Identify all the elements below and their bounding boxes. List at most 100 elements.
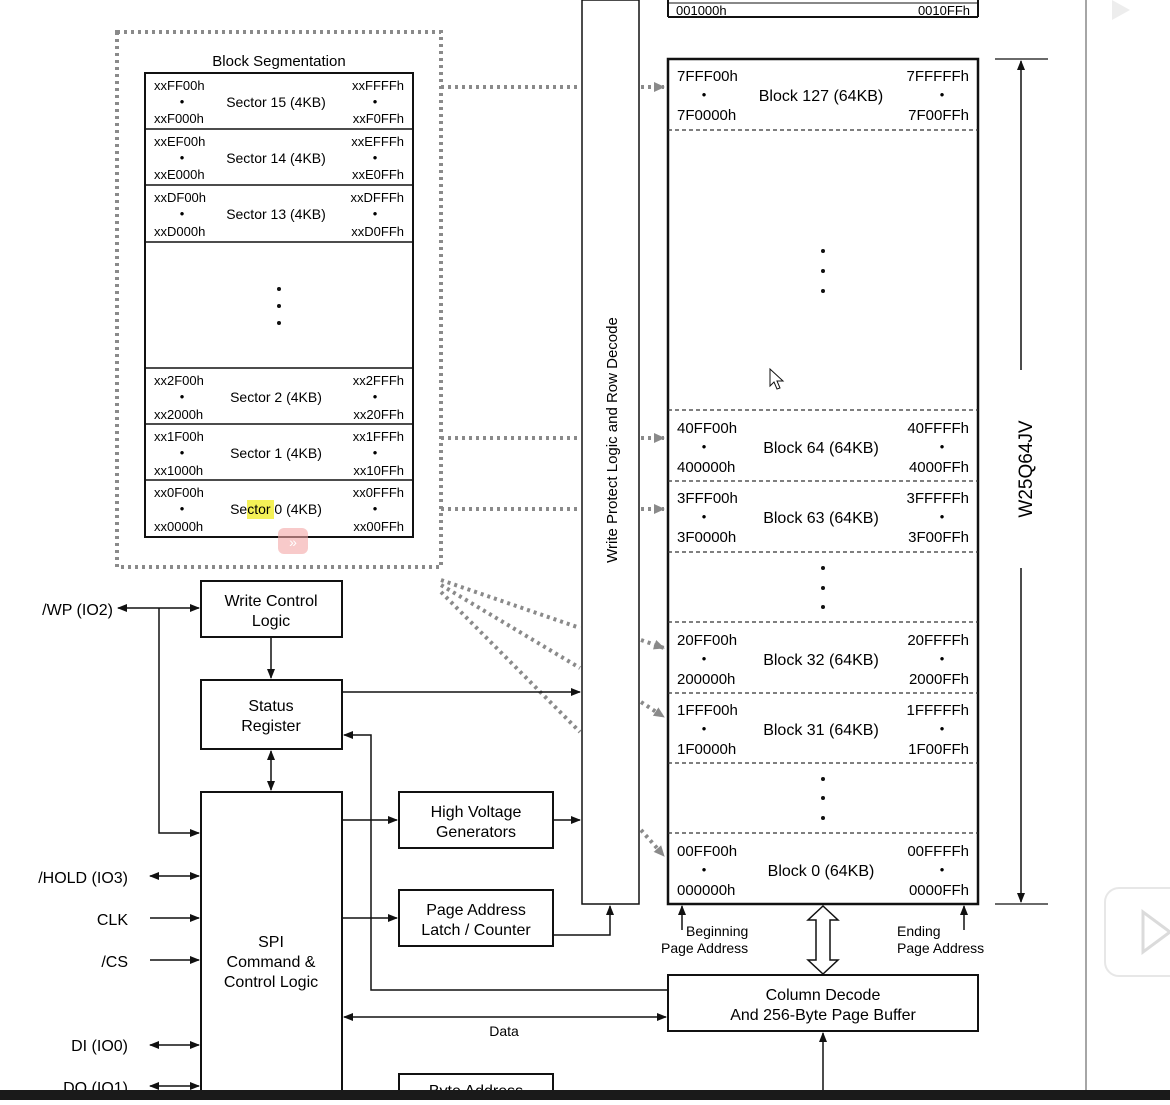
svg-text:xx0FFFh: xx0FFFh [353, 485, 404, 500]
svg-text:Block 127 (64KB): Block 127 (64KB) [759, 88, 884, 105]
page-address-latch-block [398, 889, 554, 947]
block-row-0: 00FF00h • 000000h Block 0 (64KB) 00FFFFh… [677, 843, 969, 899]
pin-clk: CLK [97, 912, 128, 929]
sector-row-13: xxDF00h • xxD000h Sector 13 (4KB) xxDFFF… [154, 190, 404, 239]
svg-text:xx0000h: xx0000h [154, 519, 203, 534]
svg-text:•: • [702, 862, 707, 877]
ending-page-address-label: Ending Page Address [897, 923, 984, 956]
svg-text:Beginning: Beginning [686, 923, 748, 939]
beginning-page-address-label: Beginning Page Address [661, 923, 748, 956]
svg-text:xx00FFh: xx00FFh [353, 519, 404, 534]
svg-text:•: • [940, 87, 945, 102]
svg-text:Generators: Generators [436, 824, 516, 841]
svg-text:•: • [702, 439, 707, 454]
svg-text:Sector 0 (4KB): Sector 0 (4KB) [230, 501, 322, 517]
svg-text:Sector 15 (4KB): Sector 15 (4KB) [226, 94, 326, 110]
chip-name-label: W25Q64JV [1016, 420, 1037, 517]
svg-text:•: • [702, 509, 707, 524]
svg-text:Status: Status [248, 698, 293, 715]
svg-text:xxEFFFh: xxEFFFh [351, 134, 404, 149]
svg-text:Sector 13 (4KB): Sector 13 (4KB) [226, 206, 326, 222]
svg-text:•: • [702, 721, 707, 736]
svg-text:xxF000h: xxF000h [154, 111, 204, 126]
svg-text:•: • [373, 150, 378, 165]
svg-text:Block 64 (64KB): Block 64 (64KB) [763, 440, 879, 457]
svg-text:1FFF00h: 1FFF00h [677, 702, 738, 719]
svg-text:3FFF00h: 3FFF00h [677, 490, 738, 507]
svg-text:xxFF00h: xxFF00h [154, 78, 205, 93]
svg-text:•: • [940, 721, 945, 736]
video-player-overlay[interactable] [1104, 0, 1170, 977]
svg-text:»: » [289, 534, 297, 550]
svg-text:Block 32 (64KB): Block 32 (64KB) [763, 652, 879, 669]
top-play-icon [1112, 0, 1130, 20]
svg-text:•: • [180, 501, 185, 516]
svg-text:1F0000h: 1F0000h [677, 741, 736, 758]
spi-control-logic-block [200, 791, 343, 1103]
block-segmentation-title: Block Segmentation [212, 53, 345, 70]
svg-text:Control Logic: Control Logic [224, 974, 318, 991]
svg-text:400000h: 400000h [677, 459, 735, 476]
svg-text:•: • [940, 509, 945, 524]
svg-text:2000FFh: 2000FFh [909, 671, 969, 688]
svg-text:200000h: 200000h [677, 671, 735, 688]
bottom-bar [0, 1090, 1170, 1100]
svg-text:•: • [180, 389, 185, 404]
svg-text:xxE0FFh: xxE0FFh [352, 167, 404, 182]
chip-size-dimension: W25Q64JV [995, 58, 1048, 905]
svg-text:1FFFFFh: 1FFFFFh [907, 702, 970, 719]
status-register-block [200, 679, 343, 750]
svg-text:xx20FFh: xx20FFh [353, 407, 404, 422]
svg-text:•: • [180, 206, 185, 221]
svg-text:Latch / Counter: Latch / Counter [421, 922, 531, 939]
svg-text:•: • [180, 150, 185, 165]
svg-text:4000FFh: 4000FFh [909, 459, 969, 476]
svg-text:xx0F00h: xx0F00h [154, 485, 204, 500]
svg-text:•: • [373, 389, 378, 404]
sector-row-2: xx2F00h • xx2000h Sector 2 (4KB) xx2FFFh… [154, 373, 404, 422]
data-bus-label: Data [489, 1023, 519, 1039]
svg-text:Column Decode: Column Decode [766, 987, 881, 1004]
svg-text:xxFFFFh: xxFFFFh [352, 78, 404, 93]
svg-text:7F0000h: 7F0000h [677, 107, 736, 124]
svg-text:•: • [373, 206, 378, 221]
sector-ellipsis [277, 287, 281, 325]
pin-di: DI (IO0) [71, 1038, 128, 1055]
svg-text:Write Control: Write Control [224, 593, 317, 610]
sector-row-15: xxFF00h • xxF000h Sector 15 (4KB) xxFFFF… [154, 78, 404, 126]
svg-text:•: • [940, 439, 945, 454]
svg-text:20FF00h: 20FF00h [677, 632, 737, 649]
svg-text:000000h: 000000h [677, 882, 735, 899]
high-voltage-generators-block [398, 791, 554, 849]
svg-text:7F00FFh: 7F00FFh [908, 107, 969, 124]
memory-array-top-partial: 001000h 0010FFh [667, 0, 979, 18]
player-panel[interactable] [1104, 887, 1170, 977]
pin-labels: /WP (IO2) /HOLD (IO3) CLK /CS DI (IO0) D… [38, 602, 128, 1097]
svg-text:Logic: Logic [252, 613, 290, 630]
svg-text:Command &: Command & [227, 954, 316, 971]
svg-text:•: • [373, 501, 378, 516]
pin-wp: /WP (IO2) [42, 602, 113, 619]
svg-text:Page Address: Page Address [897, 940, 984, 956]
svg-text:•: • [180, 94, 185, 109]
svg-text:Sector 1 (4KB): Sector 1 (4KB) [230, 445, 322, 461]
block-row-127: 7FFF00h • 7F0000h Block 127 (64KB) 7FFFF… [677, 68, 969, 124]
svg-text:7FFFFFh: 7FFFFFh [907, 68, 970, 85]
svg-text:Page Address: Page Address [661, 940, 748, 956]
block-row-32: 20FF00h • 200000h Block 32 (64KB) 20FFFF… [677, 632, 969, 688]
svg-text:•: • [702, 87, 707, 102]
svg-text:001000h: 001000h [676, 3, 727, 18]
svg-text:Block 31 (64KB): Block 31 (64KB) [763, 722, 879, 739]
mouse-cursor-icon [769, 367, 785, 390]
column-decode-block [667, 974, 979, 1032]
svg-text:Ending: Ending [897, 923, 941, 939]
svg-text:00FFFFh: 00FFFFh [907, 843, 969, 860]
mapping-arrows [439, 82, 666, 858]
svg-text:xx2FFFh: xx2FFFh [353, 373, 404, 388]
write-protect-column [581, 0, 640, 905]
block-row-63: 3FFF00h • 3F0000h Block 63 (64KB) 3FFFFF… [677, 490, 969, 546]
svg-text:xxD000h: xxD000h [154, 224, 205, 239]
svg-text:And 256-Byte Page Buffer: And 256-Byte Page Buffer [730, 1007, 916, 1024]
play-icon[interactable] [1141, 909, 1170, 955]
